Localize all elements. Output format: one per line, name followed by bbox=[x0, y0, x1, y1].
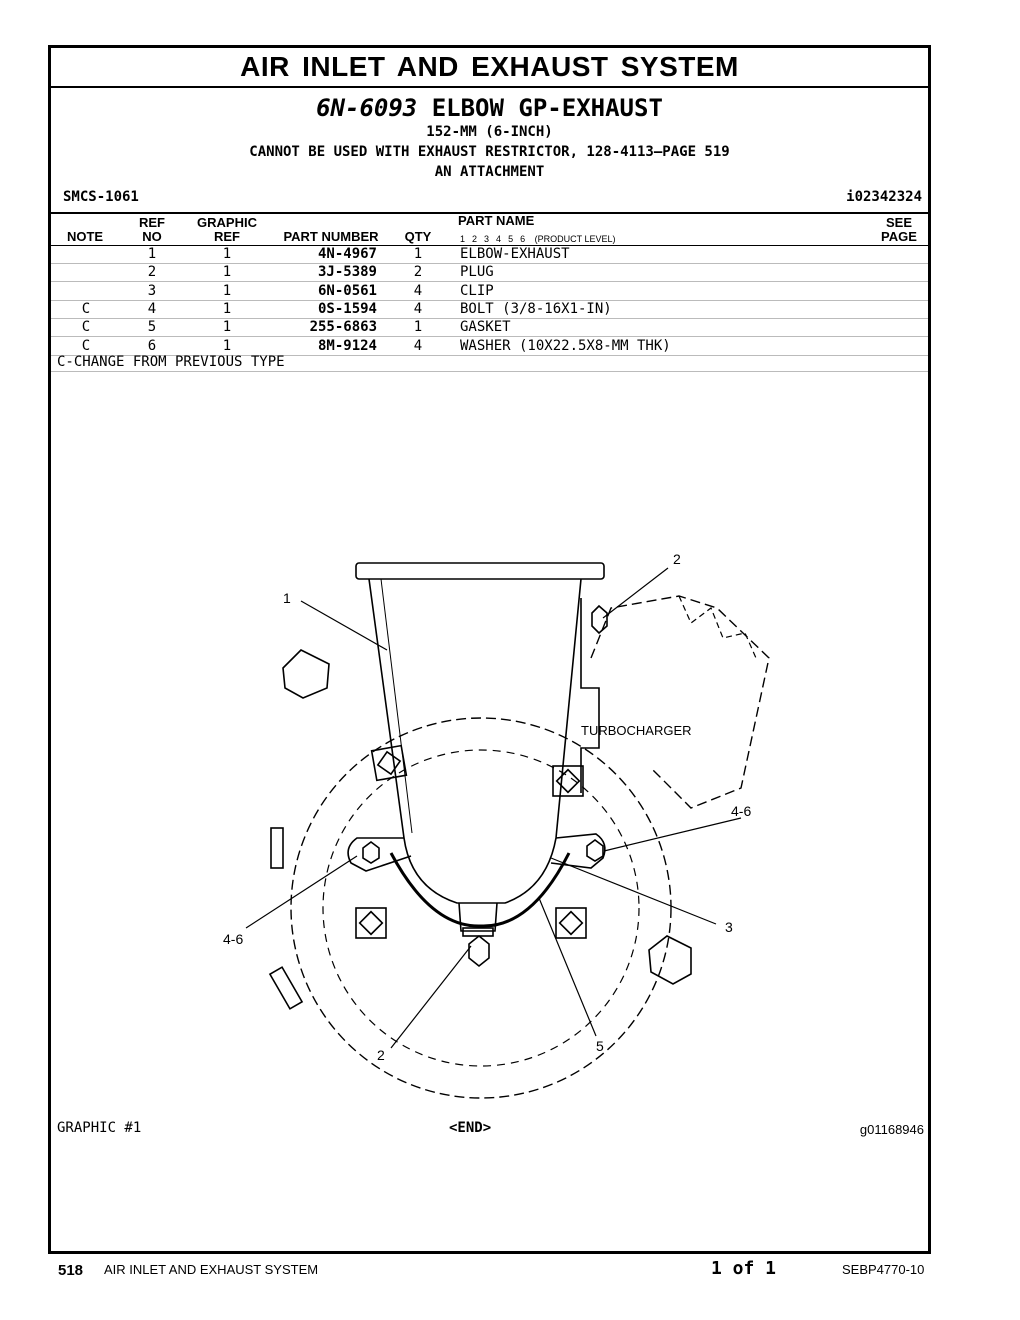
row-part-number: 255-6863 bbox=[309, 319, 377, 336]
row-part-name: BOLT (3/8-16X1-IN) bbox=[460, 300, 612, 317]
row-part-name: CLIP bbox=[460, 282, 494, 299]
header-note: NOTE bbox=[66, 229, 104, 244]
callout-2-bottom: 2 bbox=[377, 1047, 385, 1063]
row-qty: 1 bbox=[413, 319, 423, 336]
row-note: C bbox=[81, 337, 91, 354]
level-6: 6 bbox=[520, 234, 526, 244]
turbocharger-label: TURBOCHARGER bbox=[581, 723, 692, 738]
header-graphic: GRAPHIC REF bbox=[191, 216, 263, 244]
attachment-note: AN ATTACHMENT bbox=[434, 164, 545, 180]
footer-doc-number: SEBP4770-10 bbox=[842, 1262, 925, 1277]
header-graphic-top: GRAPHIC bbox=[197, 215, 257, 230]
row-part-number: 3J-5389 bbox=[317, 264, 377, 281]
row-note: C bbox=[81, 300, 91, 317]
row-part-name: WASHER (10X22.5X8-MM THK) bbox=[460, 337, 671, 354]
row-part-number: 0S-1594 bbox=[317, 300, 377, 317]
row-qty: 4 bbox=[413, 337, 423, 354]
part-title: 6N-6093 ELBOW GP-EXHAUST bbox=[51, 94, 928, 122]
size-note: 152-MM (6-INCH) bbox=[426, 124, 553, 140]
table-row: C 4 1 0S-1594 4 BOLT (3/8-16X1-IN) bbox=[51, 300, 928, 319]
table-top-rule bbox=[51, 212, 928, 214]
header-see-page: SEE PAGE bbox=[871, 216, 927, 244]
row-graphic-ref: 1 bbox=[222, 319, 232, 336]
row-ref-no: 1 bbox=[147, 246, 157, 262]
row-qty: 2 bbox=[413, 264, 423, 281]
header-see-top: SEE bbox=[885, 215, 912, 230]
table-row: 2 1 3J-5389 2 PLUG bbox=[51, 263, 928, 283]
footer-page-number: 518 bbox=[58, 1262, 84, 1279]
restriction-note: CANNOT BE USED WITH EXHAUST RESTRICTOR, … bbox=[249, 144, 730, 160]
title-bar: AIR INLET AND EXHAUST SYSTEM bbox=[51, 48, 928, 88]
callout-4-6-left: 4-6 bbox=[223, 931, 243, 947]
info-id: i02342324 bbox=[846, 189, 922, 205]
row-ref-no: 5 bbox=[147, 319, 157, 336]
callout-2-top: 2 bbox=[673, 551, 681, 567]
page-title: AIR INLET AND EXHAUST SYSTEM bbox=[240, 51, 739, 82]
row-graphic-ref: 1 bbox=[222, 264, 232, 281]
row-graphic-ref: 1 bbox=[222, 337, 232, 354]
level-3: 3 bbox=[484, 234, 490, 244]
callout-5: 5 bbox=[596, 1038, 604, 1054]
row-graphic-ref: 1 bbox=[222, 246, 232, 262]
header-ref-bottom: NO bbox=[142, 229, 162, 244]
row-part-number: 8M-9124 bbox=[317, 337, 377, 354]
table-row: 3 1 6N-0561 4 CLIP bbox=[51, 282, 928, 301]
group-part-name: ELBOW GP-EXHAUST bbox=[431, 94, 663, 122]
callout-4-6-right: 4-6 bbox=[731, 803, 751, 819]
product-level-label: (PRODUCT LEVEL) bbox=[534, 234, 616, 244]
graphic-number: GRAPHIC #1 bbox=[57, 1120, 142, 1136]
table-row: C 5 1 255-6863 1 GASKET bbox=[51, 318, 928, 338]
level-5: 5 bbox=[508, 234, 514, 244]
row-ref-no: 6 bbox=[147, 337, 157, 354]
level-2: 2 bbox=[472, 234, 478, 244]
page-frame: AIR INLET AND EXHAUST SYSTEM 6N-6093 ELB… bbox=[48, 45, 931, 1254]
row-part-name: ELBOW-EXHAUST bbox=[460, 246, 570, 262]
smcs-code: SMCS-1061 bbox=[63, 189, 139, 205]
header-ref-top: REF bbox=[139, 215, 165, 230]
change-footnote: C-CHANGE FROM PREVIOUS TYPE bbox=[57, 354, 285, 370]
row-note: C bbox=[81, 319, 91, 336]
header-part-name: PART NAME bbox=[458, 213, 535, 228]
header-see-bottom: PAGE bbox=[881, 229, 917, 244]
row-graphic-ref: 1 bbox=[222, 300, 232, 317]
row-graphic-ref: 1 bbox=[222, 282, 232, 299]
exhaust-elbow-illustration: 1 2 TURBOCHARGER 4-6 3 4-6 2 5 bbox=[223, 551, 770, 1099]
row-part-name: PLUG bbox=[460, 264, 494, 281]
footer-page-count: 1 of 1 bbox=[711, 1258, 777, 1279]
row-part-number: 4N-4967 bbox=[317, 246, 377, 262]
callout-1: 1 bbox=[283, 590, 291, 606]
header-part-number: PART NUMBER bbox=[283, 229, 379, 244]
group-part-number: 6N-6093 bbox=[316, 94, 418, 122]
row-qty: 4 bbox=[413, 300, 423, 317]
table-row: 1 1 4N-4967 1 ELBOW-EXHAUST bbox=[51, 245, 928, 264]
row-ref-no: 2 bbox=[147, 264, 157, 281]
row-ref-no: 3 bbox=[147, 282, 157, 299]
row-part-number: 6N-0561 bbox=[317, 282, 377, 299]
header-ref: REF NO bbox=[133, 216, 171, 244]
header-graphic-bottom: REF bbox=[214, 229, 240, 244]
table-row: C 6 1 8M-9124 4 WASHER (10X22.5X8-MM THK) bbox=[51, 337, 928, 356]
callout-3: 3 bbox=[725, 919, 733, 935]
row-part-name: GASKET bbox=[460, 319, 511, 336]
part-header: 6N-6093 ELBOW GP-EXHAUST 152-MM (6-INCH)… bbox=[51, 88, 928, 258]
row-ref-no: 4 bbox=[147, 300, 157, 317]
header-qty: QTY bbox=[404, 229, 432, 244]
footer-section: AIR INLET AND EXHAUST SYSTEM bbox=[104, 1262, 319, 1277]
header-rule bbox=[51, 245, 928, 246]
row-qty: 4 bbox=[413, 282, 423, 299]
level-4: 4 bbox=[496, 234, 502, 244]
footnote-rule bbox=[51, 371, 928, 372]
end-marker: <END> bbox=[449, 1120, 492, 1136]
row-qty: 1 bbox=[413, 246, 423, 262]
graphic-id: g01168946 bbox=[859, 1122, 924, 1137]
level-1: 1 bbox=[460, 234, 466, 244]
